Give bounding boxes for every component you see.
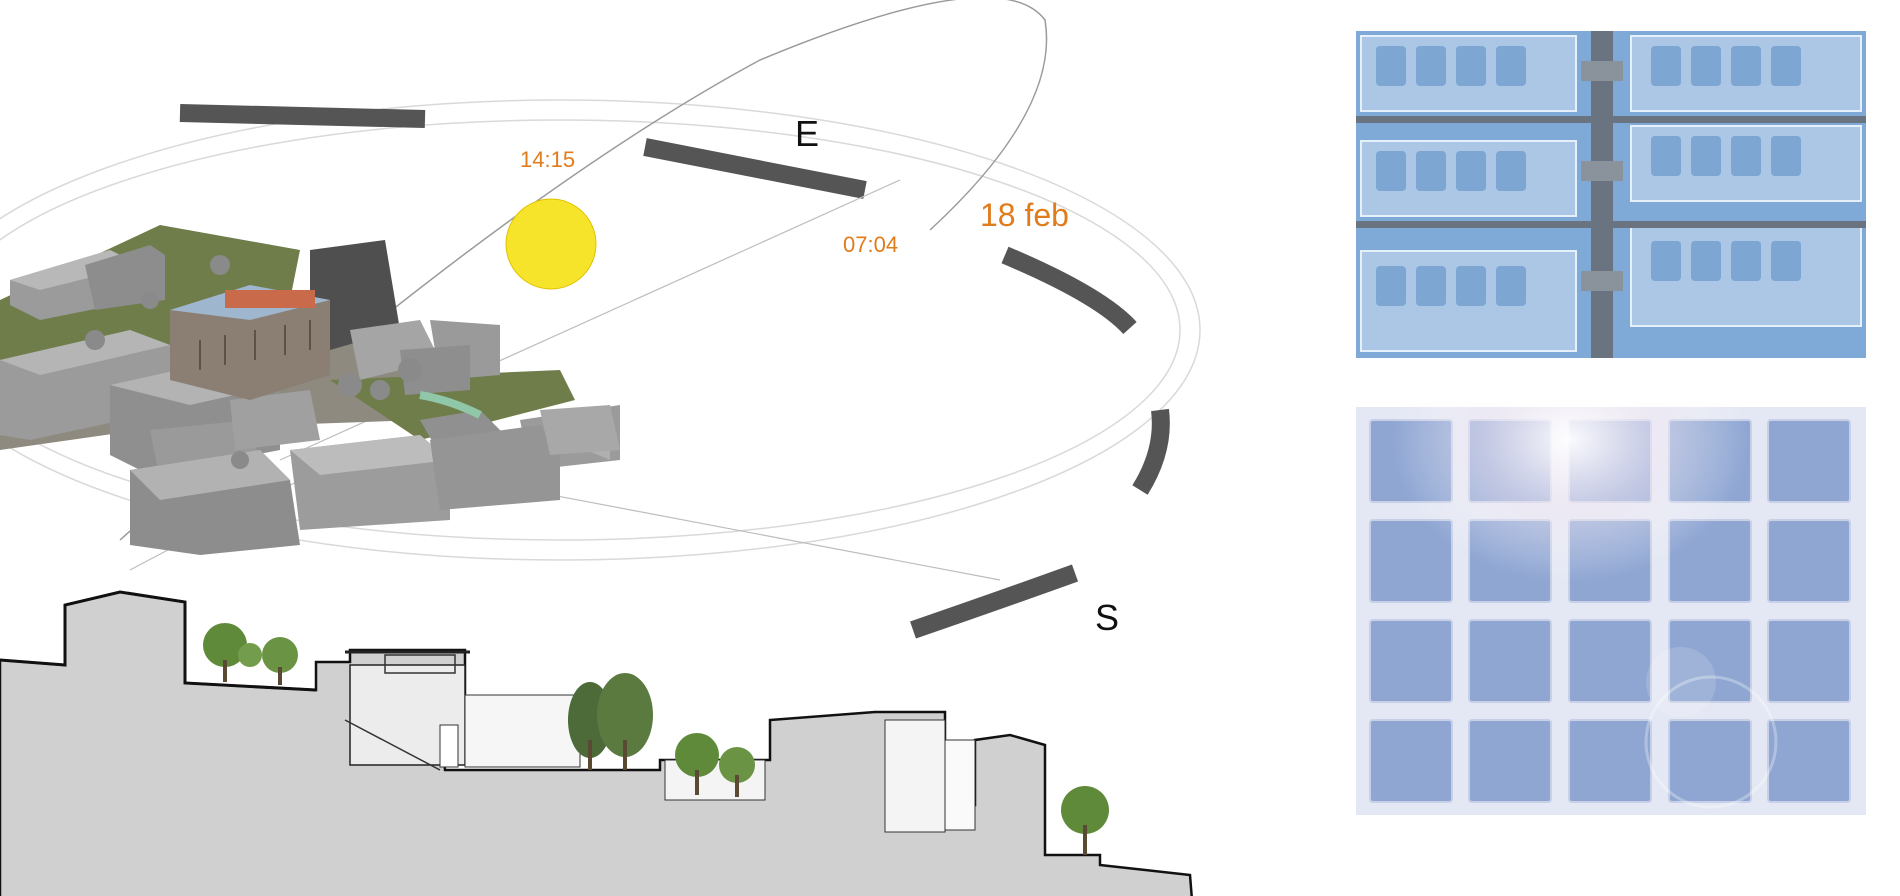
- facade-photo-image: [1356, 31, 1866, 358]
- facade-photo: [1356, 31, 1866, 358]
- glass-panel-photo-image: [1356, 407, 1866, 815]
- direction-south-label: S: [1095, 597, 1119, 638]
- sun-icon: [505, 198, 597, 290]
- direction-east-label: E: [795, 113, 819, 154]
- horizon-ring: [0, 99, 1201, 561]
- horizon-ring-dark-segments: [179, 104, 1170, 639]
- city-model: [0, 225, 620, 555]
- site-section: [0, 590, 1193, 896]
- date-label: 18 feb: [980, 197, 1069, 233]
- section-trees: [203, 623, 1109, 855]
- glass-panel-photo: [1356, 407, 1866, 815]
- time-label-sunrise: 07:04: [843, 232, 898, 257]
- time-label-midday: 14:15: [520, 147, 575, 172]
